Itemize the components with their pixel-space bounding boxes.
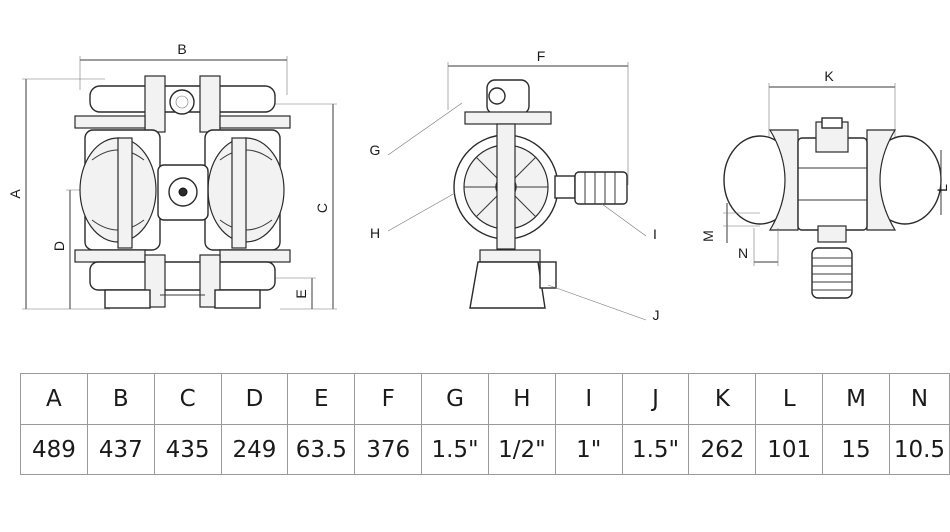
callout-a: A [7,189,23,199]
header-cell: H [487,373,556,425]
header-cell: F [354,373,423,425]
value-cell: 262 [688,424,757,475]
value-cell: 435 [153,424,222,475]
callout-d: D [51,241,67,251]
value-cell: 1.5" [421,424,489,475]
value-cell: 489 [20,424,88,475]
side-view [387,62,647,321]
value-cell: 10.5 [888,424,950,475]
top-view [723,83,942,299]
header-cell: B [86,373,155,425]
table-value-row: 489 437 435 249 63.5 376 1.5" 1/2" 1" 1.… [20,424,950,475]
value-cell: 15 [822,424,890,475]
callout-k: K [824,68,834,84]
header-cell: A [20,373,88,425]
value-cell: 63.5 [287,424,356,475]
callout-m: M [700,230,716,242]
value-cell: 249 [220,424,289,475]
callout-g: G [370,142,381,158]
value-cell: 1.5" [621,424,690,475]
callout-c: C [314,203,330,213]
value-cell: 1/2" [487,424,556,475]
header-cell: L [755,373,824,425]
header-cell: M [822,373,890,425]
value-cell: 437 [86,424,155,475]
callout-n: N [738,245,748,261]
table-header-row: A B C D E F G H I J K L M N [20,373,950,425]
callout-j: J [653,307,660,323]
header-cell: C [153,373,222,425]
header-cell: D [220,373,289,425]
header-cell: E [287,373,356,425]
value-cell: 376 [354,424,423,475]
callout-f: F [537,48,546,64]
header-cell: K [688,373,757,425]
callout-i: I [653,226,657,242]
technical-drawing: B A C D E F G H I J K L M N [7,41,950,323]
value-cell: 1" [554,424,623,475]
value-cell: 101 [755,424,824,475]
callout-e: E [293,289,309,298]
callout-b: B [177,41,186,57]
front-view [22,56,337,310]
header-cell: N [888,373,950,425]
callout-l: L [934,184,950,192]
header-cell: I [554,373,623,425]
header-cell: J [621,373,690,425]
dimension-table: A B C D E F G H I J K L M N 489 437 435 … [20,373,950,475]
callout-h: H [370,225,380,241]
header-cell: G [421,373,489,425]
